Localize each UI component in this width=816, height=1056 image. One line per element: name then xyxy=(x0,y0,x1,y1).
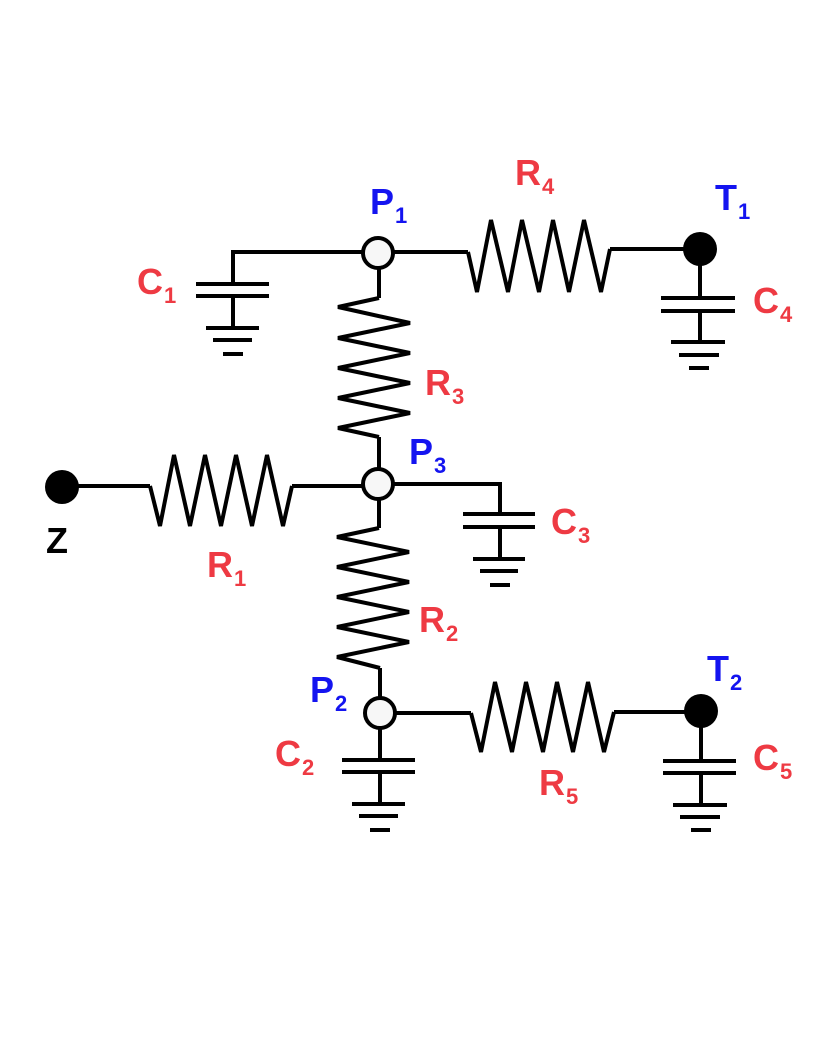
resistor-r3-symbol xyxy=(337,296,411,439)
label-main: R xyxy=(419,599,445,640)
ground-icon xyxy=(206,326,259,356)
label-p1: P1 xyxy=(370,181,407,227)
terminal-t1-icon xyxy=(683,232,717,266)
label-main: R xyxy=(539,762,565,803)
label-main: T xyxy=(715,177,737,218)
ground-icon xyxy=(673,803,727,832)
label-sub: 2 xyxy=(730,670,743,695)
capacitor-c3-symbol xyxy=(463,512,535,587)
resistor-r4-symbol xyxy=(466,219,612,293)
resistor-r1-symbol xyxy=(148,454,294,527)
label-sub: 4 xyxy=(542,174,555,199)
label-c4: C4 xyxy=(753,280,792,326)
label-main: R xyxy=(515,152,541,193)
label-p3: P3 xyxy=(409,431,446,477)
ground-icon xyxy=(671,340,725,370)
wire-p3-c3 xyxy=(393,482,502,514)
label-c5: C5 xyxy=(753,737,792,783)
node-p2-icon xyxy=(363,696,397,730)
capacitor-c2-symbol xyxy=(342,758,415,832)
label-main: C xyxy=(753,280,779,321)
label-c3: C3 xyxy=(551,501,590,547)
label-c1: C1 xyxy=(137,261,176,307)
node-p1-icon xyxy=(361,236,395,270)
label-t1: T1 xyxy=(715,177,750,223)
label-sub: 3 xyxy=(578,523,591,548)
label-sub: 4 xyxy=(780,302,793,327)
label-sub: 1 xyxy=(738,199,751,224)
label-sub: 5 xyxy=(566,784,579,809)
label-main: C xyxy=(275,733,301,774)
label-sub: 2 xyxy=(302,755,315,780)
label-r3: R3 xyxy=(425,362,464,408)
label-main: C xyxy=(551,501,577,542)
capacitor-c1-symbol xyxy=(196,282,269,356)
label-c2: C2 xyxy=(275,733,314,779)
resistor-r5-symbol xyxy=(469,681,616,753)
label-main: R xyxy=(425,362,451,403)
nodes xyxy=(45,232,718,730)
label-main: C xyxy=(137,261,163,302)
label-main: P xyxy=(409,431,434,472)
label-main: Z xyxy=(46,520,68,561)
label-main: P xyxy=(370,181,395,222)
node-p3-icon xyxy=(361,467,395,501)
ground-icon xyxy=(473,557,525,587)
label-sub: 3 xyxy=(452,384,465,409)
label-p2: P2 xyxy=(310,669,347,715)
terminal-t2-icon xyxy=(684,694,718,728)
label-sub: 1 xyxy=(395,203,408,228)
label-sub: 1 xyxy=(164,283,177,308)
label-r1: R1 xyxy=(207,544,246,590)
label-t2: T2 xyxy=(707,648,742,694)
label-sub: 1 xyxy=(234,566,247,591)
label-z: Z xyxy=(46,523,68,559)
label-sub: 5 xyxy=(780,759,793,784)
label-sub: 2 xyxy=(446,621,459,646)
label-r2: R2 xyxy=(419,599,458,645)
label-main: P xyxy=(310,669,335,710)
label-main: R xyxy=(207,544,233,585)
resistor-r2-symbol xyxy=(336,526,410,670)
wire-c1-p1 xyxy=(231,250,363,283)
resistors xyxy=(148,219,616,753)
label-r4: R4 xyxy=(515,152,554,198)
label-main: T xyxy=(707,648,729,689)
terminal-z-icon xyxy=(45,470,79,504)
label-r5: R5 xyxy=(539,762,578,808)
label-main: C xyxy=(753,737,779,778)
label-sub: 2 xyxy=(335,691,348,716)
ground-icon xyxy=(352,802,405,832)
capacitor-c5-symbol xyxy=(663,759,736,832)
label-sub: 3 xyxy=(434,453,447,478)
wires xyxy=(62,247,703,761)
capacitor-c4-symbol xyxy=(661,296,735,370)
